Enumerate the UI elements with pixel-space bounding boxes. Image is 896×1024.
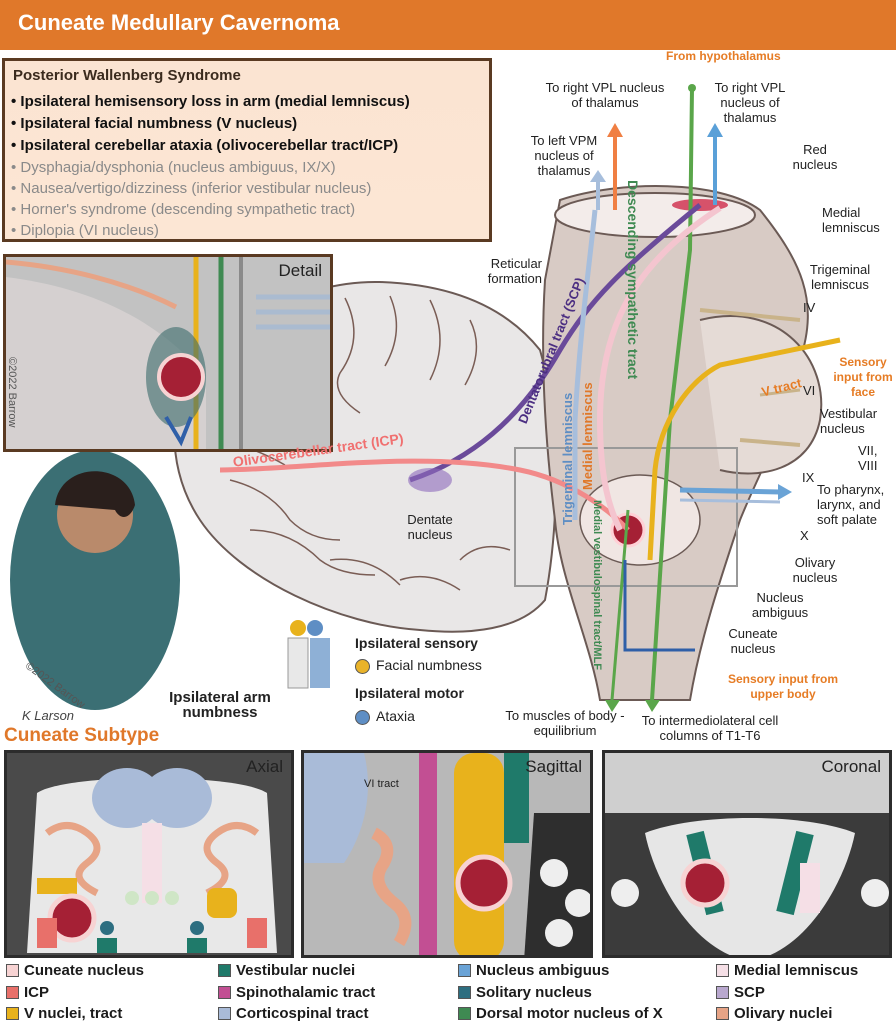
coronal-label: Coronal bbox=[821, 757, 881, 776]
key-sensory-dot bbox=[355, 659, 370, 674]
legend-item: Spinothalamic tract bbox=[236, 984, 376, 1001]
label-vi: VI bbox=[803, 383, 816, 398]
body-silhouette bbox=[287, 620, 330, 689]
legend-item: SCP bbox=[734, 984, 765, 1001]
label-to-right-vpl-1: To right VPL nucleus of thalamus bbox=[545, 80, 665, 110]
axial-label: Axial bbox=[246, 757, 283, 776]
legend-item: Cuneate nucleus bbox=[24, 962, 145, 979]
trigeminal-lemniscus-line bbox=[572, 209, 598, 520]
legend-swatch bbox=[716, 964, 729, 977]
v-tract-line bbox=[647, 337, 841, 561]
legend-swatch bbox=[458, 986, 471, 999]
label-cuneate-nucleus: Cuneate nucleus bbox=[728, 626, 778, 656]
tract-descending-sympathetic: Descending sympathetic tract bbox=[625, 180, 641, 380]
key-motor-dot bbox=[355, 710, 370, 725]
label-arm-numbness: Ipsilateral arm numbness bbox=[169, 689, 271, 721]
label-sensory-face: Sensory input from face bbox=[833, 355, 893, 399]
tract-trigeminal-lemniscus: Trigeminal lemniscus bbox=[560, 392, 575, 525]
label-x: X bbox=[800, 528, 809, 543]
syndrome-item: • Ipsilateral hemisensory loss in arm (m… bbox=[11, 93, 410, 110]
label-intermediolateral: To intermediolateral cell columns of T1-… bbox=[641, 713, 779, 743]
legend-swatch bbox=[218, 964, 231, 977]
vestibulospinal-line bbox=[610, 509, 630, 701]
label-nucleus-ambiguus: Nucleus ambiguus bbox=[751, 590, 809, 620]
subtype-heading: Cuneate Subtype bbox=[4, 725, 160, 746]
label-red-nucleus: Red nucleus bbox=[792, 142, 838, 172]
syndrome-item: • Ipsilateral cerebellar ataxia (olivoce… bbox=[11, 137, 399, 154]
olivocerebellar-tract-line bbox=[219, 458, 630, 532]
nerve-iv bbox=[699, 308, 801, 322]
label-to-right-vpl-2: To right VPL nucleus of thalamus bbox=[714, 80, 786, 125]
legend-swatch bbox=[716, 1007, 729, 1020]
legend-swatch bbox=[6, 1007, 19, 1020]
key-sensory-item: Facial numbness bbox=[376, 657, 482, 673]
upper-body-sensory-line bbox=[623, 560, 695, 652]
legend-item: Nucleus ambiguus bbox=[476, 962, 610, 979]
label-from-hypothalamus: From hypothalamus bbox=[666, 50, 781, 63]
vi-tract-label: VI tract bbox=[364, 778, 399, 790]
legend-swatch bbox=[6, 964, 19, 977]
axial-panel: Axial bbox=[4, 750, 294, 958]
patient-illustration bbox=[10, 450, 180, 710]
label-ix: IX bbox=[802, 470, 815, 485]
signature: K Larson bbox=[22, 708, 75, 723]
syndrome-heading: Posterior Wallenberg Syndrome bbox=[13, 67, 241, 84]
legend-item: Corticospinal tract bbox=[236, 1005, 369, 1022]
legend-item: Solitary nucleus bbox=[476, 984, 592, 1001]
key-motor-item: Ataxia bbox=[376, 708, 415, 724]
label-vii-viii: VII, VIII bbox=[858, 443, 878, 473]
label-medial-lemniscus: Medial lemniscus bbox=[822, 205, 880, 235]
legend-item: ICP bbox=[24, 984, 50, 1001]
text: From hypothalamus bbox=[666, 49, 781, 63]
label-pharynx: To pharynx, larynx, and soft palate bbox=[817, 482, 885, 527]
key-motor-heading: Ipsilateral motor bbox=[355, 685, 464, 701]
label-reticular-formation: Reticular formation bbox=[487, 256, 542, 286]
legend-item: Dorsal motor nucleus of X bbox=[476, 1005, 663, 1022]
tract-medial-vestibulospinal: Medial vestibulospinal tract/MLF bbox=[591, 500, 603, 670]
syndrome-item: • Horner's syndrome (descending sympathe… bbox=[11, 201, 356, 218]
medial-lemniscus-line bbox=[596, 205, 722, 532]
syndrome-item: • Ipsilateral facial numbness (V nucleus… bbox=[11, 115, 298, 132]
syndrome-box: Posterior Wallenberg Syndrome • Ipsilate… bbox=[2, 58, 492, 242]
dentatorubral-tract-line bbox=[409, 203, 702, 483]
copyright: ©2022 Barrow bbox=[6, 357, 18, 428]
key-sensory-heading: Ipsilateral sensory bbox=[355, 635, 478, 651]
descending-sympathetic-tract-line bbox=[650, 87, 694, 701]
detail-panel: Detail bbox=[3, 254, 333, 452]
label-muscles-equilibrium: To muscles of body - equilibrium bbox=[505, 708, 625, 738]
detail-label: Detail bbox=[278, 261, 322, 280]
syndrome-item: • Nausea/vertigo/dizziness (inferior ves… bbox=[11, 180, 372, 197]
tract-medial-lemniscus: Medial lemniscus bbox=[580, 382, 595, 490]
title-bar: Cuneate Medullary Cavernoma bbox=[0, 0, 896, 50]
label-trigeminal-lemniscus: Trigeminal lemniscus bbox=[809, 262, 871, 292]
dentate-nucleus-shape bbox=[408, 468, 452, 492]
sagittal-panel: VI tract Sagittal bbox=[301, 750, 593, 958]
syndrome-item: • Dysphagia/dysphonia (nucleus ambiguus,… bbox=[11, 159, 336, 176]
legend-swatch bbox=[716, 986, 729, 999]
legend-swatch bbox=[6, 986, 19, 999]
legend-swatch bbox=[218, 1007, 231, 1020]
nerve-ix-x bbox=[679, 487, 781, 495]
label-olivary-nucleus: Olivary nucleus bbox=[792, 555, 838, 585]
legend-item: Medial lemniscus bbox=[734, 962, 859, 979]
page-title: Cuneate Medullary Cavernoma bbox=[18, 10, 340, 35]
label-vestibular-nucleus: Vestibular nucleus bbox=[820, 406, 878, 436]
sagittal-label: Sagittal bbox=[525, 757, 582, 776]
legend-swatch bbox=[458, 964, 471, 977]
nerve-vii-viii bbox=[739, 438, 801, 447]
legend-item: Vestibular nuclei bbox=[236, 962, 356, 979]
nerve-vi bbox=[759, 388, 801, 397]
syndrome-item: • Diplopia (VI nucleus) bbox=[11, 222, 159, 239]
legend-swatch bbox=[458, 1007, 471, 1020]
legend-item: Olivary nuclei bbox=[734, 1005, 833, 1022]
legend-item: V nuclei, tract bbox=[24, 1005, 123, 1022]
coronal-panel: Coronal bbox=[602, 750, 892, 958]
label-dentate-nucleus: Dentate nucleus bbox=[407, 512, 453, 542]
label-to-left-vpm: To left VPM nucleus of thalamus bbox=[530, 133, 598, 178]
label-sensory-upper-body: Sensory input from upper body bbox=[727, 672, 838, 701]
label-iv: IV bbox=[803, 300, 816, 315]
midbrain-section bbox=[554, 192, 756, 238]
legend-swatch bbox=[218, 986, 231, 999]
